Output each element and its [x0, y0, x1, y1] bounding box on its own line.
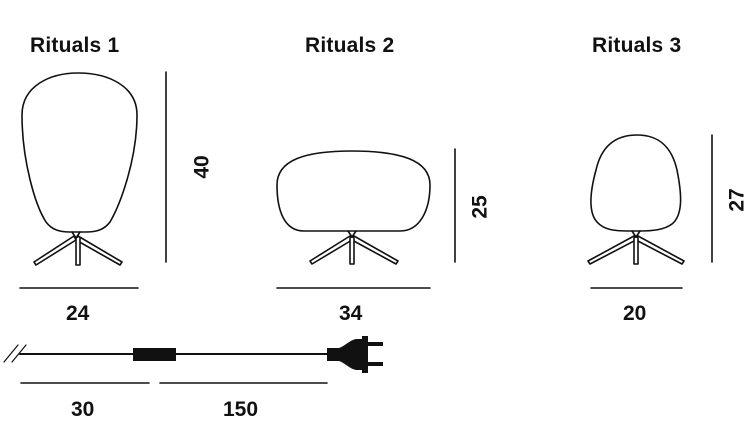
product-title-rituals-2: Rituals 2 [305, 34, 395, 57]
cable-switch-icon [133, 348, 176, 361]
width-label-rituals-1: 24 [66, 302, 90, 325]
height-label-rituals-2: 25 [468, 195, 492, 219]
product-title-rituals-3: Rituals 3 [592, 34, 682, 57]
height-label-rituals-3: 27 [725, 188, 749, 212]
lamp-rituals-3 [587, 134, 685, 265]
width-label-rituals-2: 34 [339, 302, 363, 325]
plug-icon [327, 336, 383, 373]
cable-segment-2-label: 150 [223, 398, 259, 421]
lamp-rituals-2 [276, 150, 431, 265]
lamp-rituals-1 [21, 72, 138, 266]
width-label-rituals-3: 20 [623, 302, 647, 325]
cable-segment-1-label: 30 [71, 398, 95, 421]
product-title-rituals-1: Rituals 1 [30, 34, 120, 57]
height-label-rituals-1: 40 [190, 155, 214, 179]
